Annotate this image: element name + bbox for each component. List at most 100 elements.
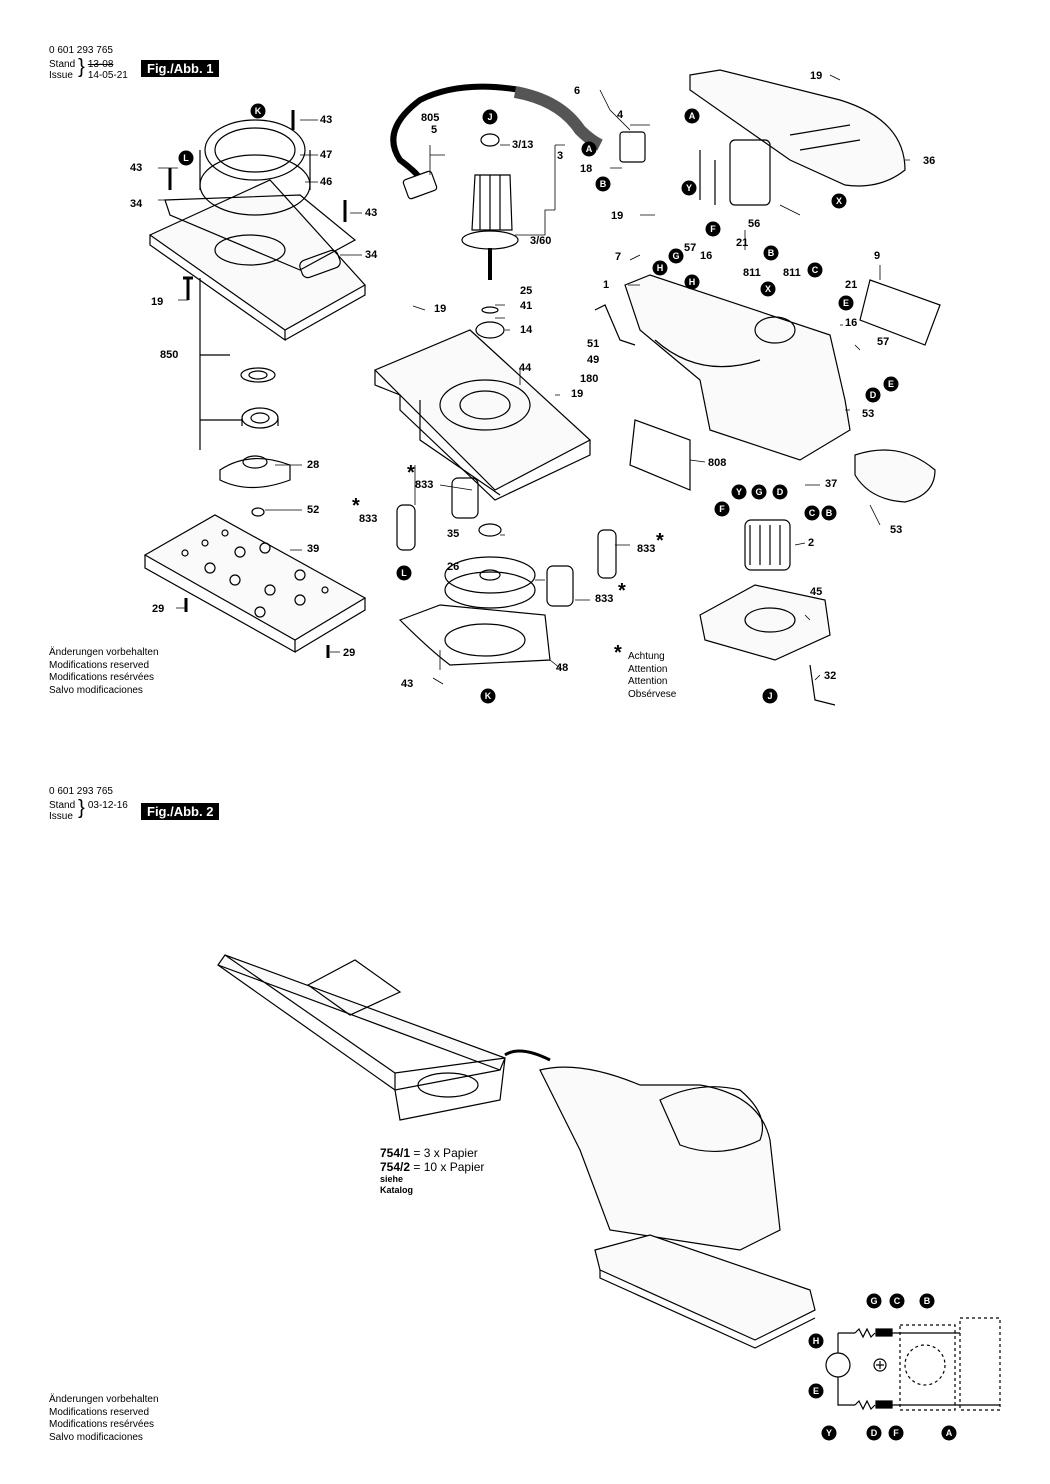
callout-letter: F [893,1428,899,1438]
callout-k: K [480,688,496,704]
part-label: 4 [617,109,624,121]
callout-circle [684,108,700,124]
figure-1-badge: Fig./Abb. 1 [141,60,220,77]
part-label: 39 [307,543,320,555]
callout-letter: X [765,284,771,294]
part-label: 25 [520,285,533,297]
part-label: 19 [434,303,447,315]
sheet2-stand-label: Stand [49,800,76,811]
callout-letter: E [843,298,849,308]
wiring-diagram [825,1317,1001,1411]
note-line: Salvo modificaciones [49,1431,143,1443]
callout-letter: F [719,504,725,514]
callout-f: F [888,1425,904,1441]
part-label: 49 [587,354,600,366]
part-label: 28 [307,459,320,471]
part-label: 16 [700,250,713,262]
callout-x: X [831,193,847,209]
callout-e: E [838,295,854,311]
part-label: 19 [571,388,584,400]
field-coil [744,519,791,571]
sheet1-part-number: 0 601 293 765 [49,45,113,56]
bag-note-2: Katalog [380,1185,414,1195]
callout-a: A [581,141,597,157]
callout-circle [889,1293,905,1309]
callout-letter: Y [686,183,692,193]
callout-letter: A [689,111,696,121]
callout-y: Y [821,1425,837,1441]
part-label: 47 [320,149,333,161]
sanding-pad [143,514,367,654]
bearing-parts [219,367,291,517]
power-cable [390,83,603,200]
callout-l: L [396,565,412,581]
part-label: 833 [415,479,434,491]
callout-h: H [808,1333,824,1349]
callout-circle [865,387,881,403]
callout-letter: H [657,263,664,273]
star-marker: * [352,495,360,517]
callout-circle [482,109,498,125]
callout-d: D [772,484,788,500]
part-label: 850 [160,349,179,361]
part-label: 180 [580,373,599,385]
part-label: 51 [587,338,600,350]
armature [461,133,519,339]
callout-circle [919,1293,935,1309]
callout-circle [763,245,779,261]
callout-circle [595,176,611,192]
callout-letter: C [809,508,816,518]
callout-letter: A [586,144,593,154]
callout-f: F [714,501,730,517]
hex-key-51 [594,304,636,346]
part-label: 52 [307,504,320,516]
callout-y: Y [681,180,697,196]
callout-d: D [866,1425,882,1441]
attention-line: Attention [628,663,668,675]
callout-circle [808,1383,824,1399]
part-label: 18 [580,163,593,175]
callout-e: E [883,376,899,392]
part-label: 811 [783,267,801,279]
notes-bottom: Änderungen vorbehalten Modifications res… [49,1394,159,1444]
callout-b: B [821,505,837,521]
callout-letter: G [870,1296,877,1306]
bag-part-2: 754/2 [380,1160,411,1174]
sheet1-issue-label: Issue [49,70,73,81]
dust-bag-label: 754/1 = 3 x Papier 754/2 = 10 x Papier s… [380,1146,484,1196]
feet-833 [396,477,617,607]
callout-circle [821,505,837,521]
part-label: 19 [810,70,823,82]
part-label: 41 [520,300,533,312]
part-label: 19 [151,296,164,308]
note-line: Modifications reserved [49,1406,150,1418]
figure-2-badge: Fig./Abb. 2 [141,803,220,820]
callout-k: K [250,103,266,119]
star-marker: * [618,580,626,602]
callout-letter: K [255,106,262,116]
part-label: 53 [862,408,875,420]
notes-top: Änderungen vorbehalten Modifications res… [49,647,159,697]
part-label: 48 [556,662,569,674]
callout-circle [866,1425,882,1441]
sheet2-part-number: 0 601 293 765 [49,786,113,797]
callout-letter: B [768,248,775,258]
part-label: 29 [343,647,356,659]
callout-g: G [668,248,684,264]
sheet1-header: 0 601 293 765 Stand Issue } 13-08 14-05-… [49,45,128,81]
part-label: 808 [708,457,727,469]
callout-a: A [941,1425,957,1441]
part-label: 57 [684,242,697,254]
sheet2-date: 03-12-16 [87,800,128,811]
base-45 [699,584,831,661]
attention-line: Obsérvese [628,688,677,700]
callout-c: C [889,1293,905,1309]
dust-bag [217,954,506,1121]
part-label: 43 [320,114,333,126]
star-marker: * [656,530,664,552]
callout-g: G [751,484,767,500]
bag-note-1: siehe [380,1174,404,1184]
part-label: 1 [603,279,610,291]
callout-letter: G [672,251,679,261]
